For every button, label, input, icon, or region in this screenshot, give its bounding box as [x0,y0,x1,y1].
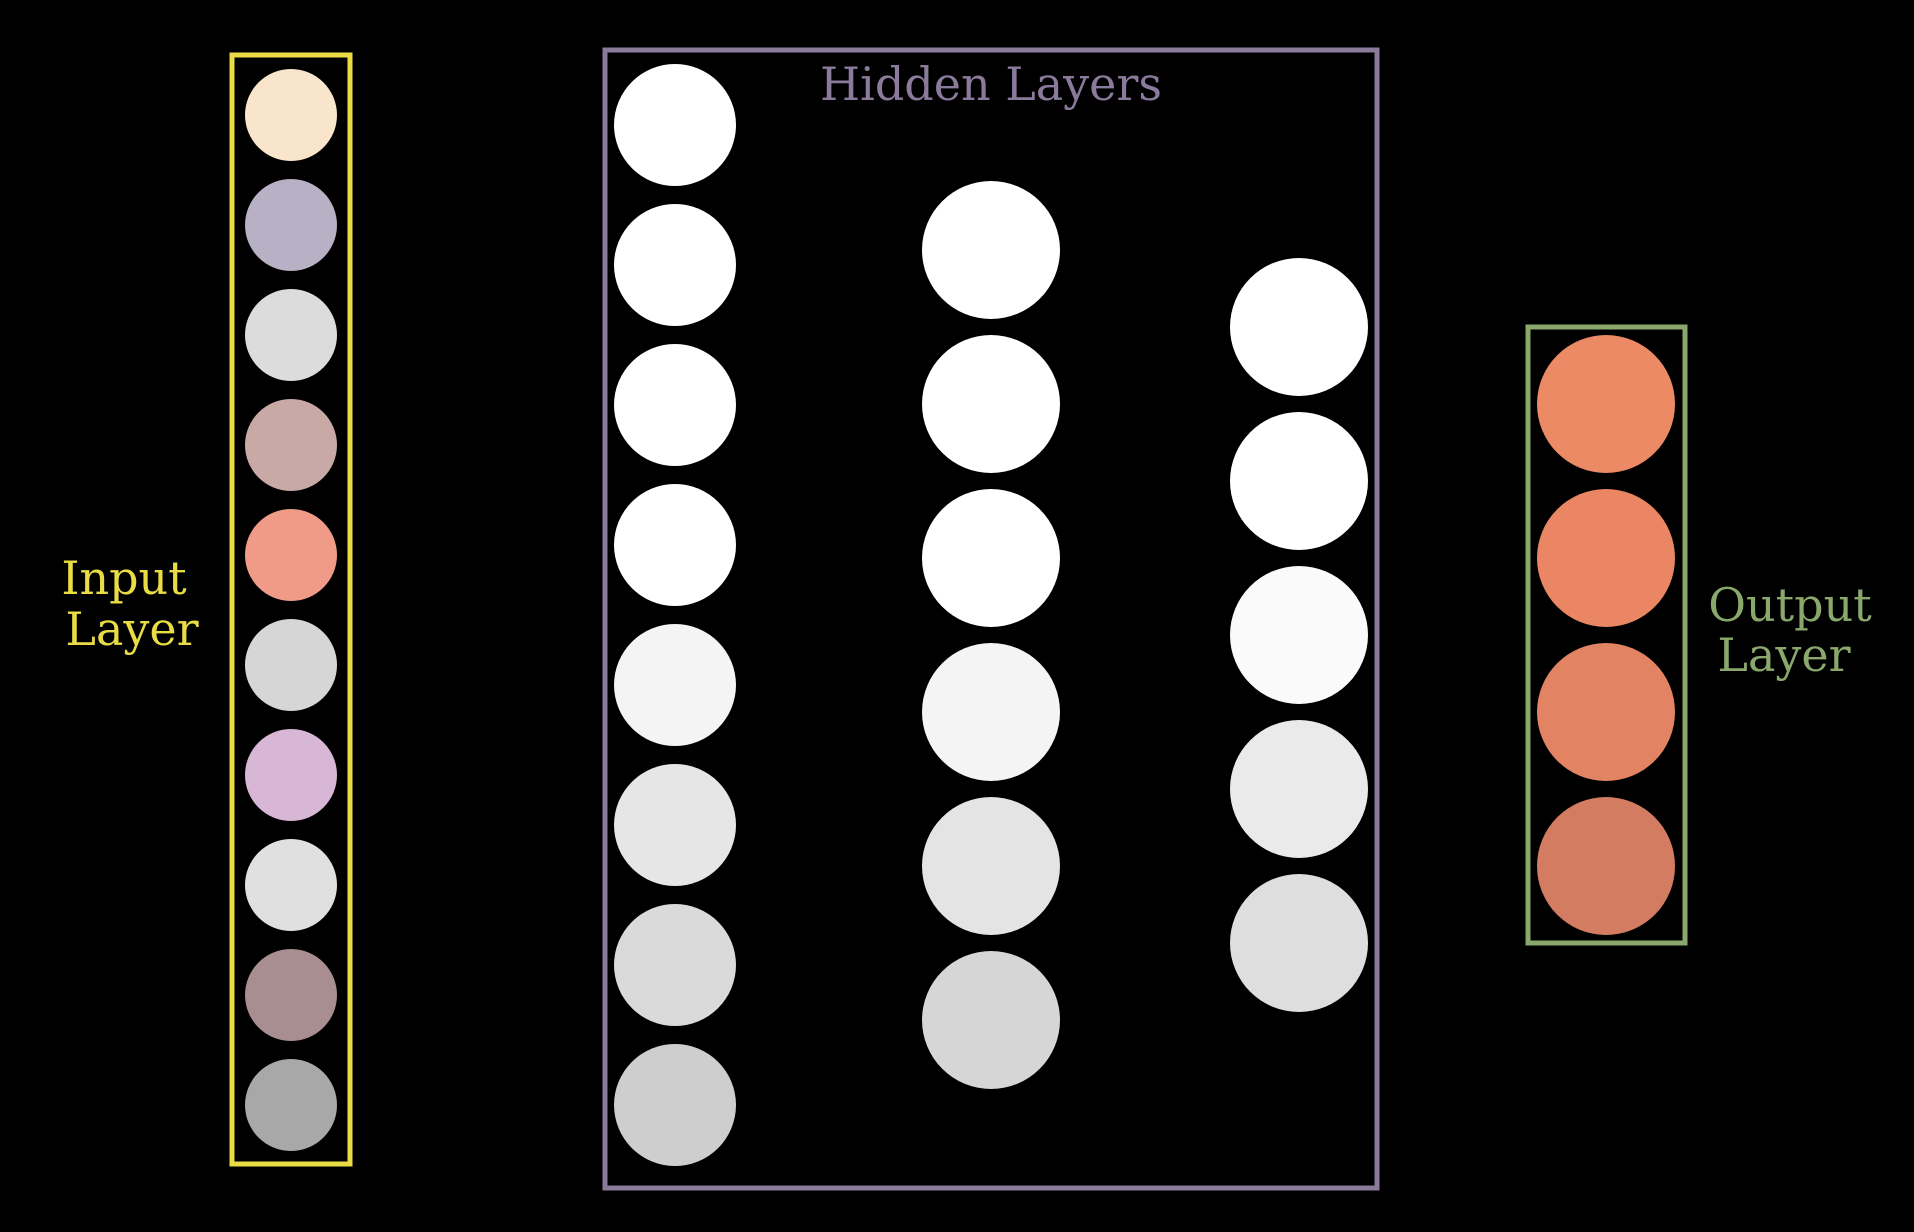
hidden-neuron [922,643,1060,781]
input-neuron [245,619,337,711]
hidden-neuron [922,951,1060,1089]
hidden-layers: Hidden Layers [602,47,1380,1191]
input-neuron [245,729,337,821]
hidden-neuron [1230,566,1368,704]
input-layer: Input Layer [61,52,353,1167]
input-neurons [245,69,337,1151]
hidden-neuron [922,181,1060,319]
hidden-layers-label: Hidden Layers [820,57,1162,111]
output-neuron [1537,643,1675,781]
input-neuron [245,69,337,161]
hidden-neuron [1230,720,1368,858]
hidden-neuron [614,1044,736,1166]
input-layer-box [229,52,353,1167]
output-layer-label-line2: Layer [1717,628,1850,682]
hidden-neuron [614,764,736,886]
hidden-neuron [1230,412,1368,550]
hidden-neuron [614,624,736,746]
input-neuron [245,399,337,491]
output-neuron [1537,797,1675,935]
output-neuron [1537,335,1675,473]
hidden-layers-box [602,47,1380,1191]
output-layer-label-line1: Output [1708,578,1872,632]
hidden-neuron [1230,258,1368,396]
output-neurons [1537,335,1675,935]
hidden-neuron [1230,874,1368,1012]
input-neuron [245,179,337,271]
input-neuron [245,509,337,601]
input-layer-label-line1: Input [61,551,187,605]
hidden-neuron [614,204,736,326]
hidden-neuron [614,484,736,606]
hidden-neuron [614,344,736,466]
output-layer: Output Layer [1525,324,1872,946]
input-layer-label-line2: Layer [65,602,198,656]
hidden-neuron [614,64,736,186]
output-neuron [1537,489,1675,627]
hidden-neuron [922,797,1060,935]
output-layer-box [1525,324,1688,946]
hidden-neurons [614,64,1368,1166]
hidden-neuron [614,904,736,1026]
input-neuron [245,1059,337,1151]
hidden-neuron [922,489,1060,627]
input-neuron [245,289,337,381]
input-neuron [245,949,337,1041]
input-neuron [245,839,337,931]
hidden-neuron [922,335,1060,473]
